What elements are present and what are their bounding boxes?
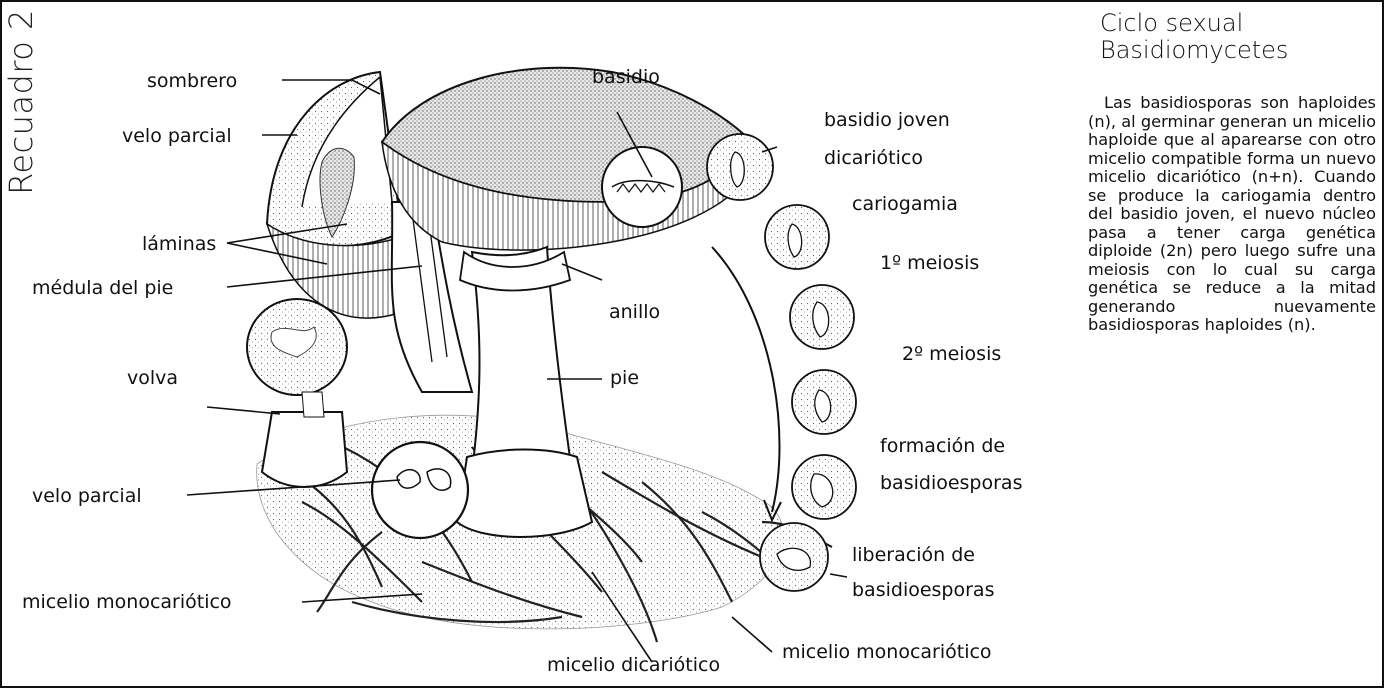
- button-volva: [262, 412, 347, 487]
- label-micelio-dicariotico: micelio dicariótico: [547, 652, 720, 678]
- label-meiosis-1: 1º meiosis: [880, 250, 979, 276]
- label-velo-parcial-bottom: velo parcial: [32, 483, 142, 509]
- label-cariogamia: cariogamia: [852, 191, 958, 217]
- cycle-arrow: [712, 247, 780, 512]
- label-basidio-joven-line2: dicariótico: [824, 145, 923, 171]
- diagram-area: sombrero velo parcial láminas médula del…: [2, 2, 1062, 688]
- label-basidio-joven-line1: basidio joven: [824, 107, 950, 133]
- label-pie: pie: [610, 365, 639, 391]
- main-volva: [457, 450, 592, 538]
- label-micelio-monocariotico-left: micelio monocariótico: [22, 589, 232, 615]
- label-sombrero: sombrero: [147, 68, 237, 94]
- label-basidio: basidio: [592, 64, 660, 90]
- label-medula-del-pie: médula del pie: [32, 275, 173, 301]
- label-meiosis-2: 2º meiosis: [902, 341, 1001, 367]
- label-liberacion-line1: liberación de: [852, 542, 975, 568]
- label-micelio-monocariotico-right: micelio monocariótico: [782, 639, 992, 665]
- label-formacion-line2: basidioesporas: [880, 470, 1022, 496]
- explanation-panel: Ciclo sexual Basidiomycetes Las basidios…: [1080, 10, 1376, 335]
- egg-stage: [372, 442, 468, 538]
- label-velo-parcial-top: velo parcial: [122, 123, 232, 149]
- label-formacion-line1: formación de: [880, 433, 1005, 459]
- panel-body-text: Las basidiosporas son haploides (n), al …: [1088, 94, 1376, 335]
- label-volva: volva: [127, 365, 178, 391]
- label-anillo: anillo: [609, 299, 660, 325]
- panel-heading: Ciclo sexual Basidiomycetes: [1100, 10, 1376, 64]
- panel-heading-line1: Ciclo sexual: [1100, 9, 1243, 37]
- label-liberacion-line2: basidioesporas: [852, 577, 994, 603]
- panel-heading-line2: Basidiomycetes: [1100, 36, 1288, 64]
- label-laminas: láminas: [142, 231, 216, 257]
